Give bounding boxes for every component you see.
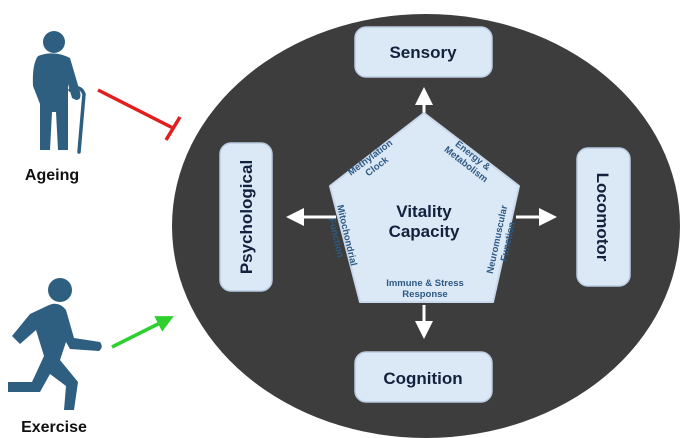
- mechanism-immune-line1: Immune & Stress: [386, 278, 464, 289]
- exercise-label: Exercise: [21, 419, 87, 436]
- elderly-person-icon: [32, 31, 86, 154]
- ageing-label: Ageing: [25, 167, 79, 184]
- running-person-icon: [8, 278, 102, 410]
- inhibit-arrow: [97, 88, 182, 141]
- domain-locomotor-label: Locomotor: [593, 173, 612, 262]
- mechanism-immune: Immune & Stress Response: [386, 278, 464, 300]
- domain-sensory: Sensory: [354, 26, 493, 78]
- domain-locomotor: Locomotor: [576, 147, 631, 287]
- domain-psychological-label: Psychological: [237, 160, 256, 274]
- domain-psychological: Psychological: [219, 142, 273, 292]
- vitality-pentagon: [329, 112, 520, 303]
- domain-cognition-label: Cognition: [383, 369, 462, 388]
- domain-sensory-label: Sensory: [389, 43, 457, 62]
- domain-cognition: Cognition: [354, 351, 493, 403]
- domain-arrows: [286, 87, 557, 339]
- mechanism-mitochondrial: Mitochondrial Function: [326, 204, 359, 267]
- promote-arrow: [111, 316, 174, 349]
- mechanism-immune-line2: Response: [402, 289, 447, 300]
- center-title-line1: Vitality: [396, 202, 452, 221]
- center-title-line2: Capacity: [389, 222, 460, 241]
